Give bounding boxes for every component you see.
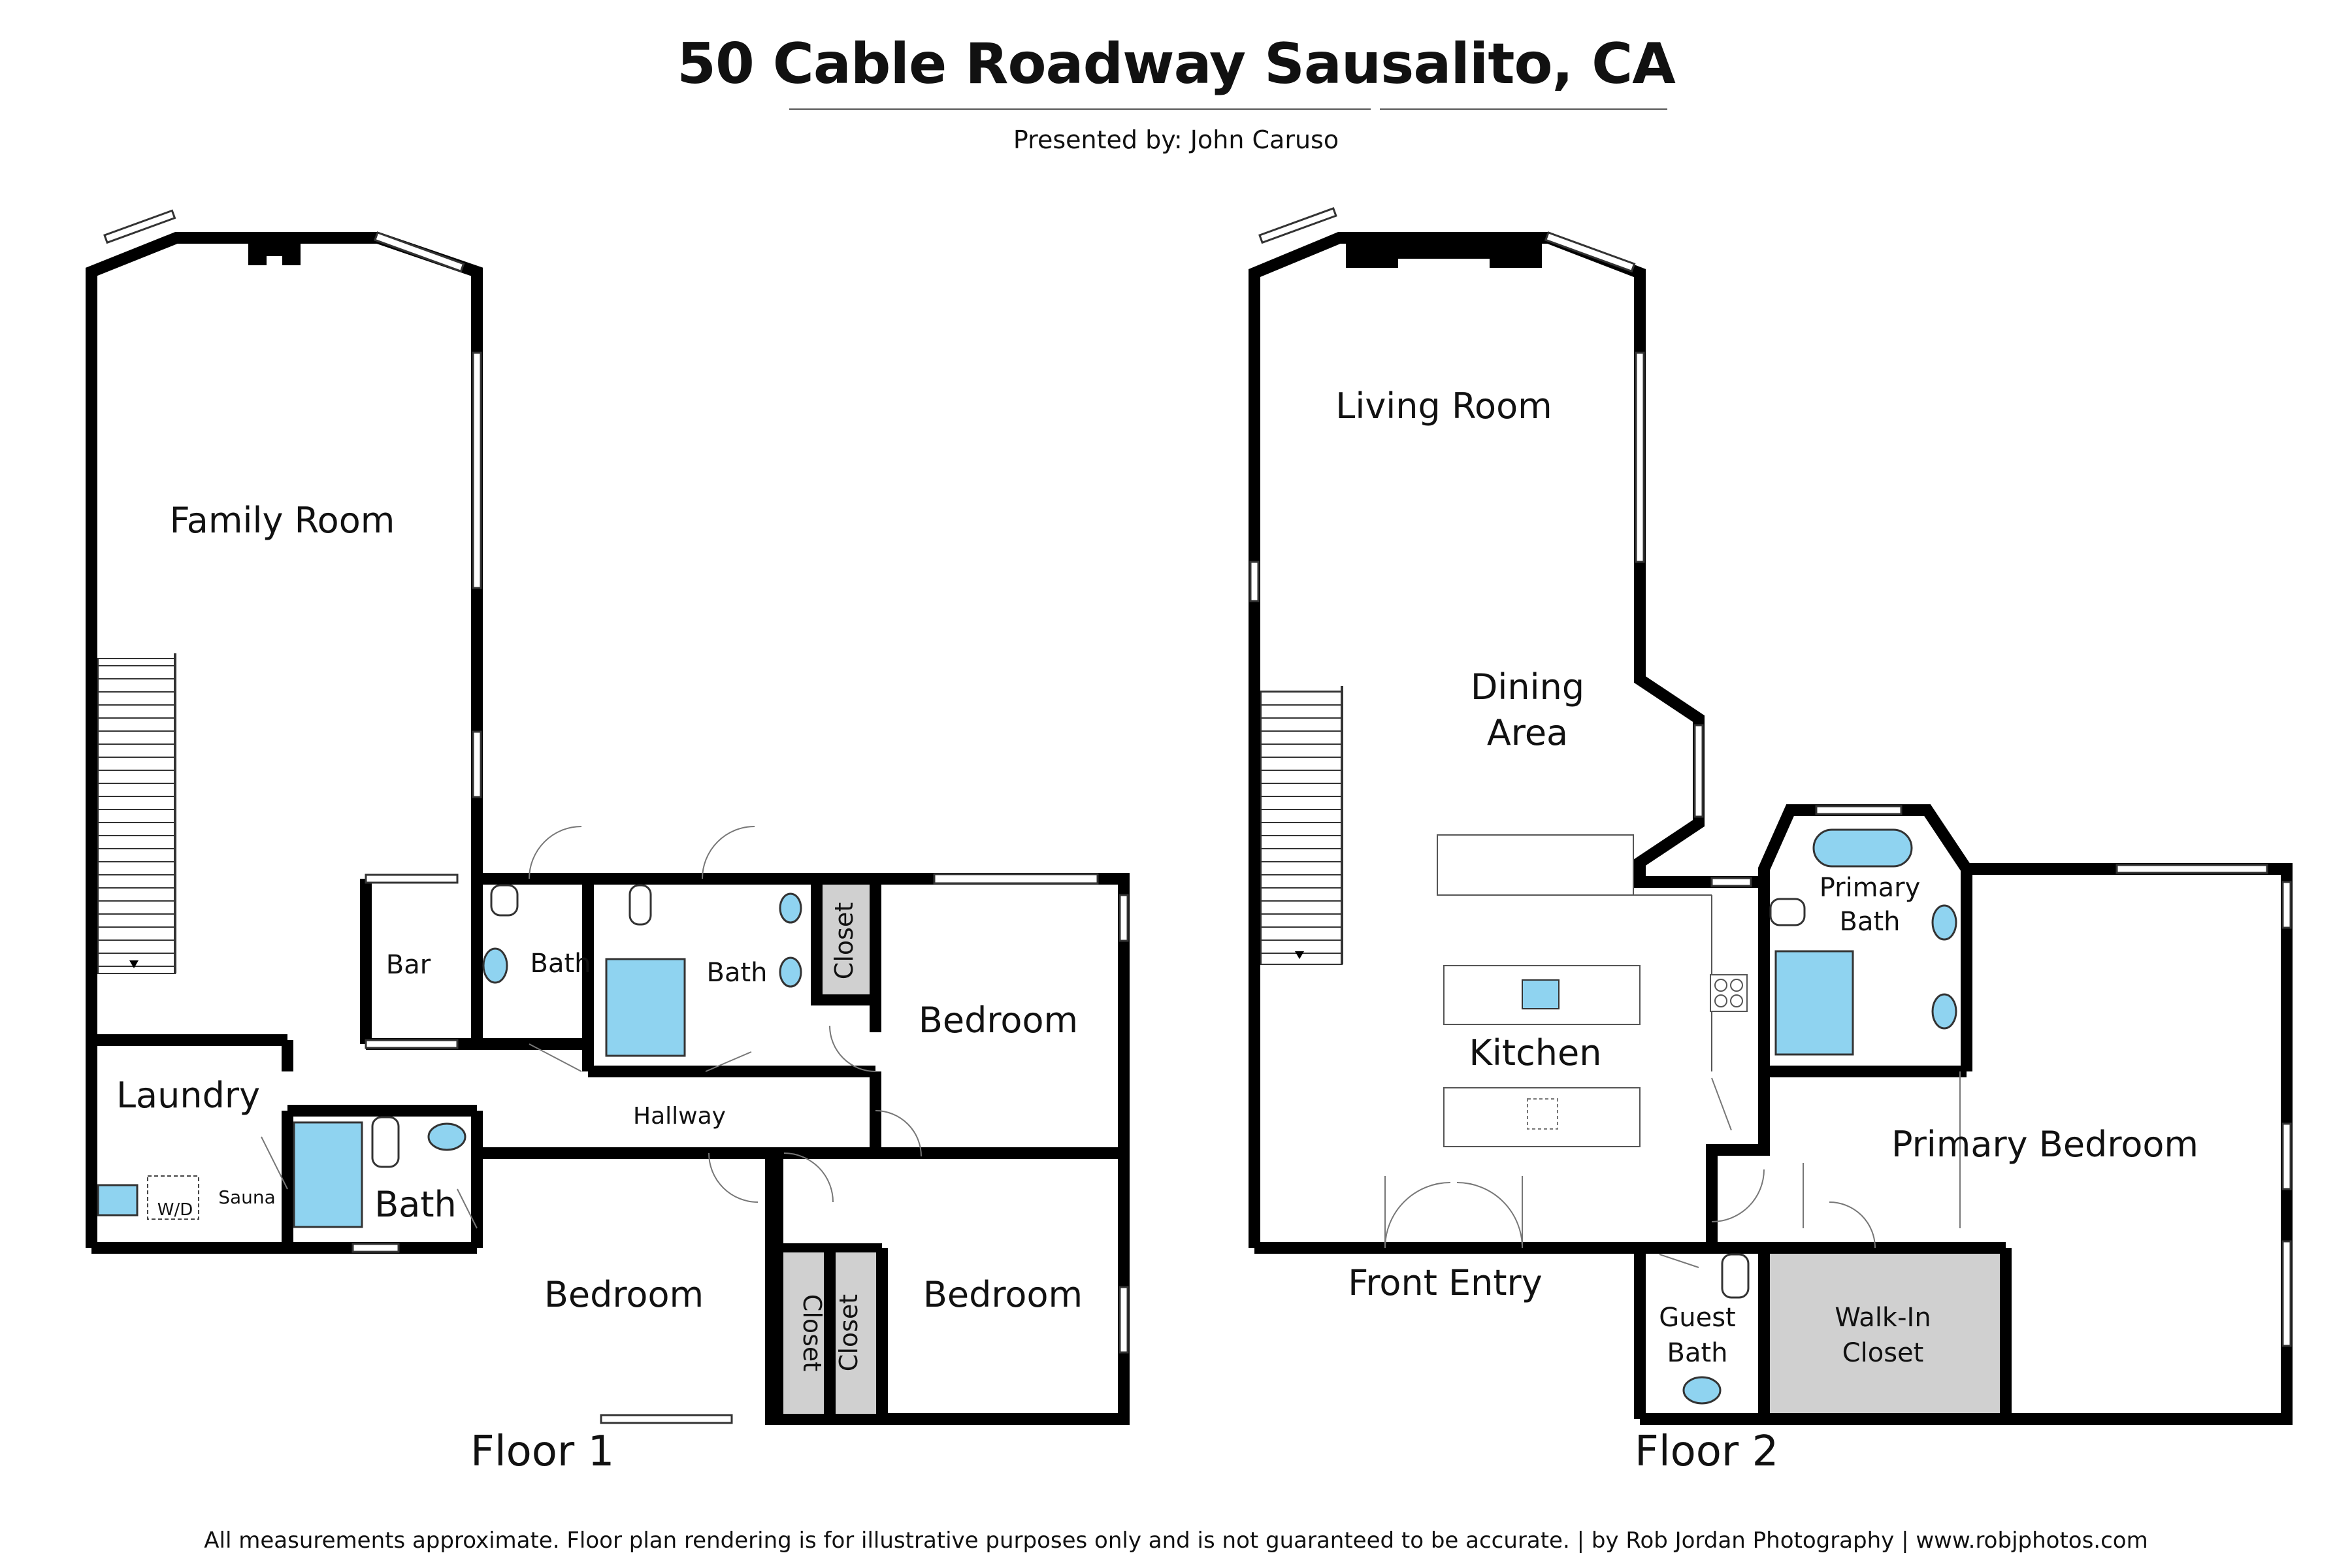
closet-right-fill (836, 1248, 876, 1414)
kitchen-sink-icon (1522, 979, 1560, 1009)
room-bar: Bar (386, 950, 431, 980)
room-front-entry: Front Entry (1348, 1262, 1542, 1303)
room-closet-left: Closet (798, 1294, 826, 1371)
washer-dryer-icon (147, 1175, 199, 1220)
floor-2-plan: Living Room Dining Area Kitchen Front En… (1249, 207, 2293, 1425)
closet-left-fill (783, 1248, 824, 1414)
kitchen-fixtures (1437, 834, 1748, 1147)
floor-1-label: Floor 1 (470, 1428, 615, 1476)
floor-1-doors (261, 826, 922, 1229)
room-primary-bedroom: Primary Bedroom (1891, 1124, 2198, 1165)
room-wd: W/D (157, 1200, 193, 1220)
room-family-room: Family Room (170, 500, 395, 541)
floor-1-stairs (97, 653, 176, 974)
floor-2-windows (1249, 207, 2292, 1347)
room-primary-bath-line2: Bath (1840, 907, 1901, 937)
floor-2-stairs (1260, 686, 1343, 965)
room-laundry: Laundry (116, 1075, 260, 1116)
room-living-room: Living Room (1335, 385, 1552, 427)
walkin-closet-fill (1770, 1254, 2000, 1413)
floor-1-fixtures (97, 892, 802, 1228)
closet-top-fill (823, 885, 870, 994)
cooktop-icon (1714, 979, 1743, 1007)
room-primary-bath-line1: Primary (1820, 873, 1921, 903)
room-bedroom-s: Bedroom (544, 1274, 704, 1315)
floor-2-labels: Living Room Dining Area Kitchen Front En… (1335, 385, 2198, 1368)
room-bedroom-ne: Bedroom (919, 1000, 1078, 1041)
room-dining-line2: Area (1487, 712, 1568, 753)
floor-2-label: Floor 2 (1635, 1428, 1779, 1476)
room-dining-line1: Dining (1471, 666, 1584, 708)
room-hallway: Hallway (633, 1103, 726, 1130)
footer-disclaimer: All measurements approximate. Floor plan… (204, 1527, 2148, 1554)
floor-2-toilets (1721, 898, 1806, 1299)
room-bath-c: Bath (374, 1184, 457, 1225)
floor-1-windows (103, 209, 1129, 1424)
room-bath-b: Bath (707, 958, 768, 988)
room-closet-top: Closet (830, 902, 858, 979)
room-bedroom-se: Bedroom (923, 1274, 1083, 1315)
presenter-credit: Presented by: John Caruso (1013, 125, 1339, 154)
room-guest-bath-line1: Guest (1659, 1303, 1735, 1333)
room-guest-bath-line2: Bath (1667, 1338, 1728, 1368)
room-walkin-line1: Walk-In (1835, 1303, 1931, 1333)
floor-1-plan: Family Room Bar Bath Bath Closet Bedroom… (86, 209, 1130, 1425)
floor-1-walls (86, 232, 1130, 1425)
floor-2-fixtures (1682, 828, 1957, 1405)
page-title: 50 Cable Roadway Sausalito, CA (677, 31, 1676, 97)
room-kitchen: Kitchen (1469, 1032, 1602, 1073)
floor-1-labels: Family Room Bar Bath Bath Closet Bedroom… (116, 500, 1083, 1371)
title-underline-left (789, 108, 1371, 110)
room-bath-a: Bath (531, 949, 591, 979)
floor-1-toilets (371, 884, 652, 1168)
room-sauna: Sauna (218, 1186, 276, 1208)
floor-2-doors (1384, 1071, 1961, 1268)
room-closet-right: Closet (834, 1294, 863, 1371)
range-hood-icon (1527, 1098, 1558, 1130)
room-walkin-line2: Closet (1842, 1338, 1924, 1368)
title-underline-right (1380, 108, 1667, 110)
